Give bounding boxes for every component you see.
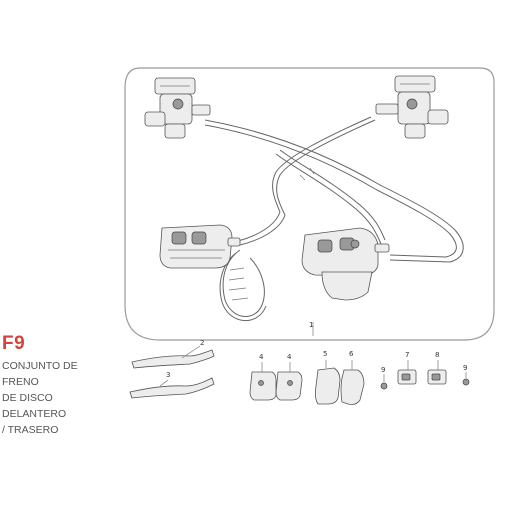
callout-1: 1 <box>309 321 313 336</box>
callout-label: 4 <box>287 353 292 361</box>
brake-lever-2: 2 <box>131 339 215 369</box>
callout-label: 6 <box>349 350 354 358</box>
brake-pads-5-6: 5 6 <box>314 350 365 405</box>
right-caliper <box>301 227 390 301</box>
diagram-frame <box>124 67 495 341</box>
caption-line-2: DE DISCO DELANTERO <box>2 392 67 420</box>
caption-line-1: CONJUNTO DE FRENO <box>2 360 78 388</box>
section-code: F9 <box>2 333 26 354</box>
callout-label: 1 <box>309 321 313 329</box>
right-master-cylinder <box>375 75 449 139</box>
brake-switch-8: 8 <box>427 351 447 385</box>
callout-label: 5 <box>323 350 327 358</box>
callout-label: 3 <box>166 371 170 379</box>
brake-pads-4: 4 4 <box>249 353 303 401</box>
brake-lever-3: 3 <box>129 371 215 399</box>
brake-switch-7: 7 <box>397 351 417 385</box>
callout-label: 2 <box>200 339 204 347</box>
left-master-cylinder <box>144 77 211 139</box>
screw-9-left: 9 <box>380 366 388 390</box>
callout-label: 7 <box>405 351 409 359</box>
callout-label: 8 <box>435 351 439 359</box>
callout-label: 4 <box>259 353 264 361</box>
callout-label: 9 <box>463 364 467 372</box>
section-caption: CONJUNTO DE FRENO DE DISCO DELANTERO / T… <box>2 358 112 438</box>
screw-9-right: 9 <box>462 364 470 386</box>
left-caliper <box>159 224 241 269</box>
caption-line-3: / TRASERO <box>2 424 59 436</box>
callout-label: 9 <box>381 366 385 374</box>
